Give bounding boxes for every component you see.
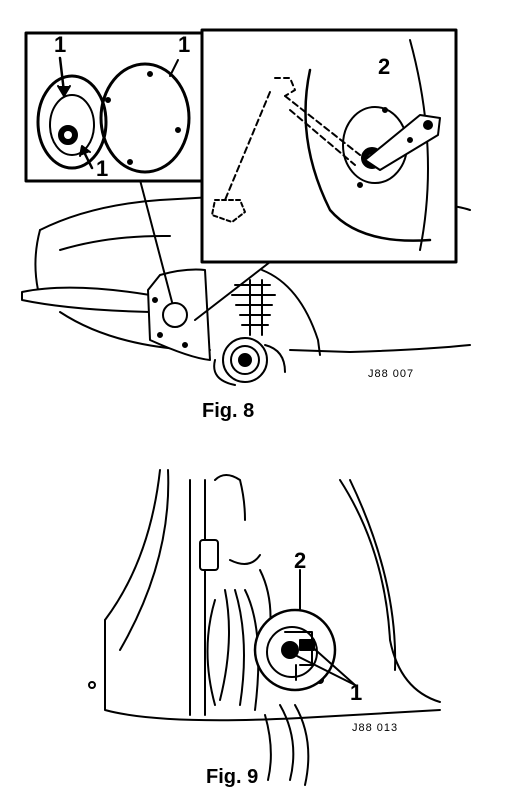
leader-line-1a: [309, 644, 356, 686]
callout-1-top-right: 1: [178, 32, 191, 57]
figure-8-drawing: [21, 28, 471, 386]
figure-caption: Fig. 9: [206, 766, 259, 788]
figure-9-drawing: [88, 469, 441, 786]
headlamp-unit: [253, 608, 337, 692]
callout-1-top-left: 1: [54, 32, 67, 57]
inset-box-left: [24, 31, 206, 183]
figure-8: 1 1 1 2 J88 007 Fig. 8: [21, 28, 471, 422]
figure-code: J88 007: [368, 368, 415, 380]
leader-line-1b: [294, 654, 356, 686]
access-cover: [162, 302, 188, 328]
callout-2: 2: [378, 54, 391, 79]
wheel-arch-panel: [147, 268, 211, 361]
inset-box-right: [200, 28, 458, 264]
leader-line-right: [194, 261, 271, 321]
figure-caption: Fig. 8: [202, 400, 255, 422]
figure-9: 2 1 J88 013 Fig. 9: [0, 440, 512, 806]
callout-1-bottom: 1: [96, 156, 109, 181]
figure-code: J88 013: [352, 722, 399, 734]
callout-2: 2: [294, 548, 307, 573]
leader-line-left: [139, 179, 173, 303]
suspension-spring: [213, 279, 286, 386]
body-panels: [88, 469, 441, 722]
callout-1: 1: [350, 680, 363, 705]
